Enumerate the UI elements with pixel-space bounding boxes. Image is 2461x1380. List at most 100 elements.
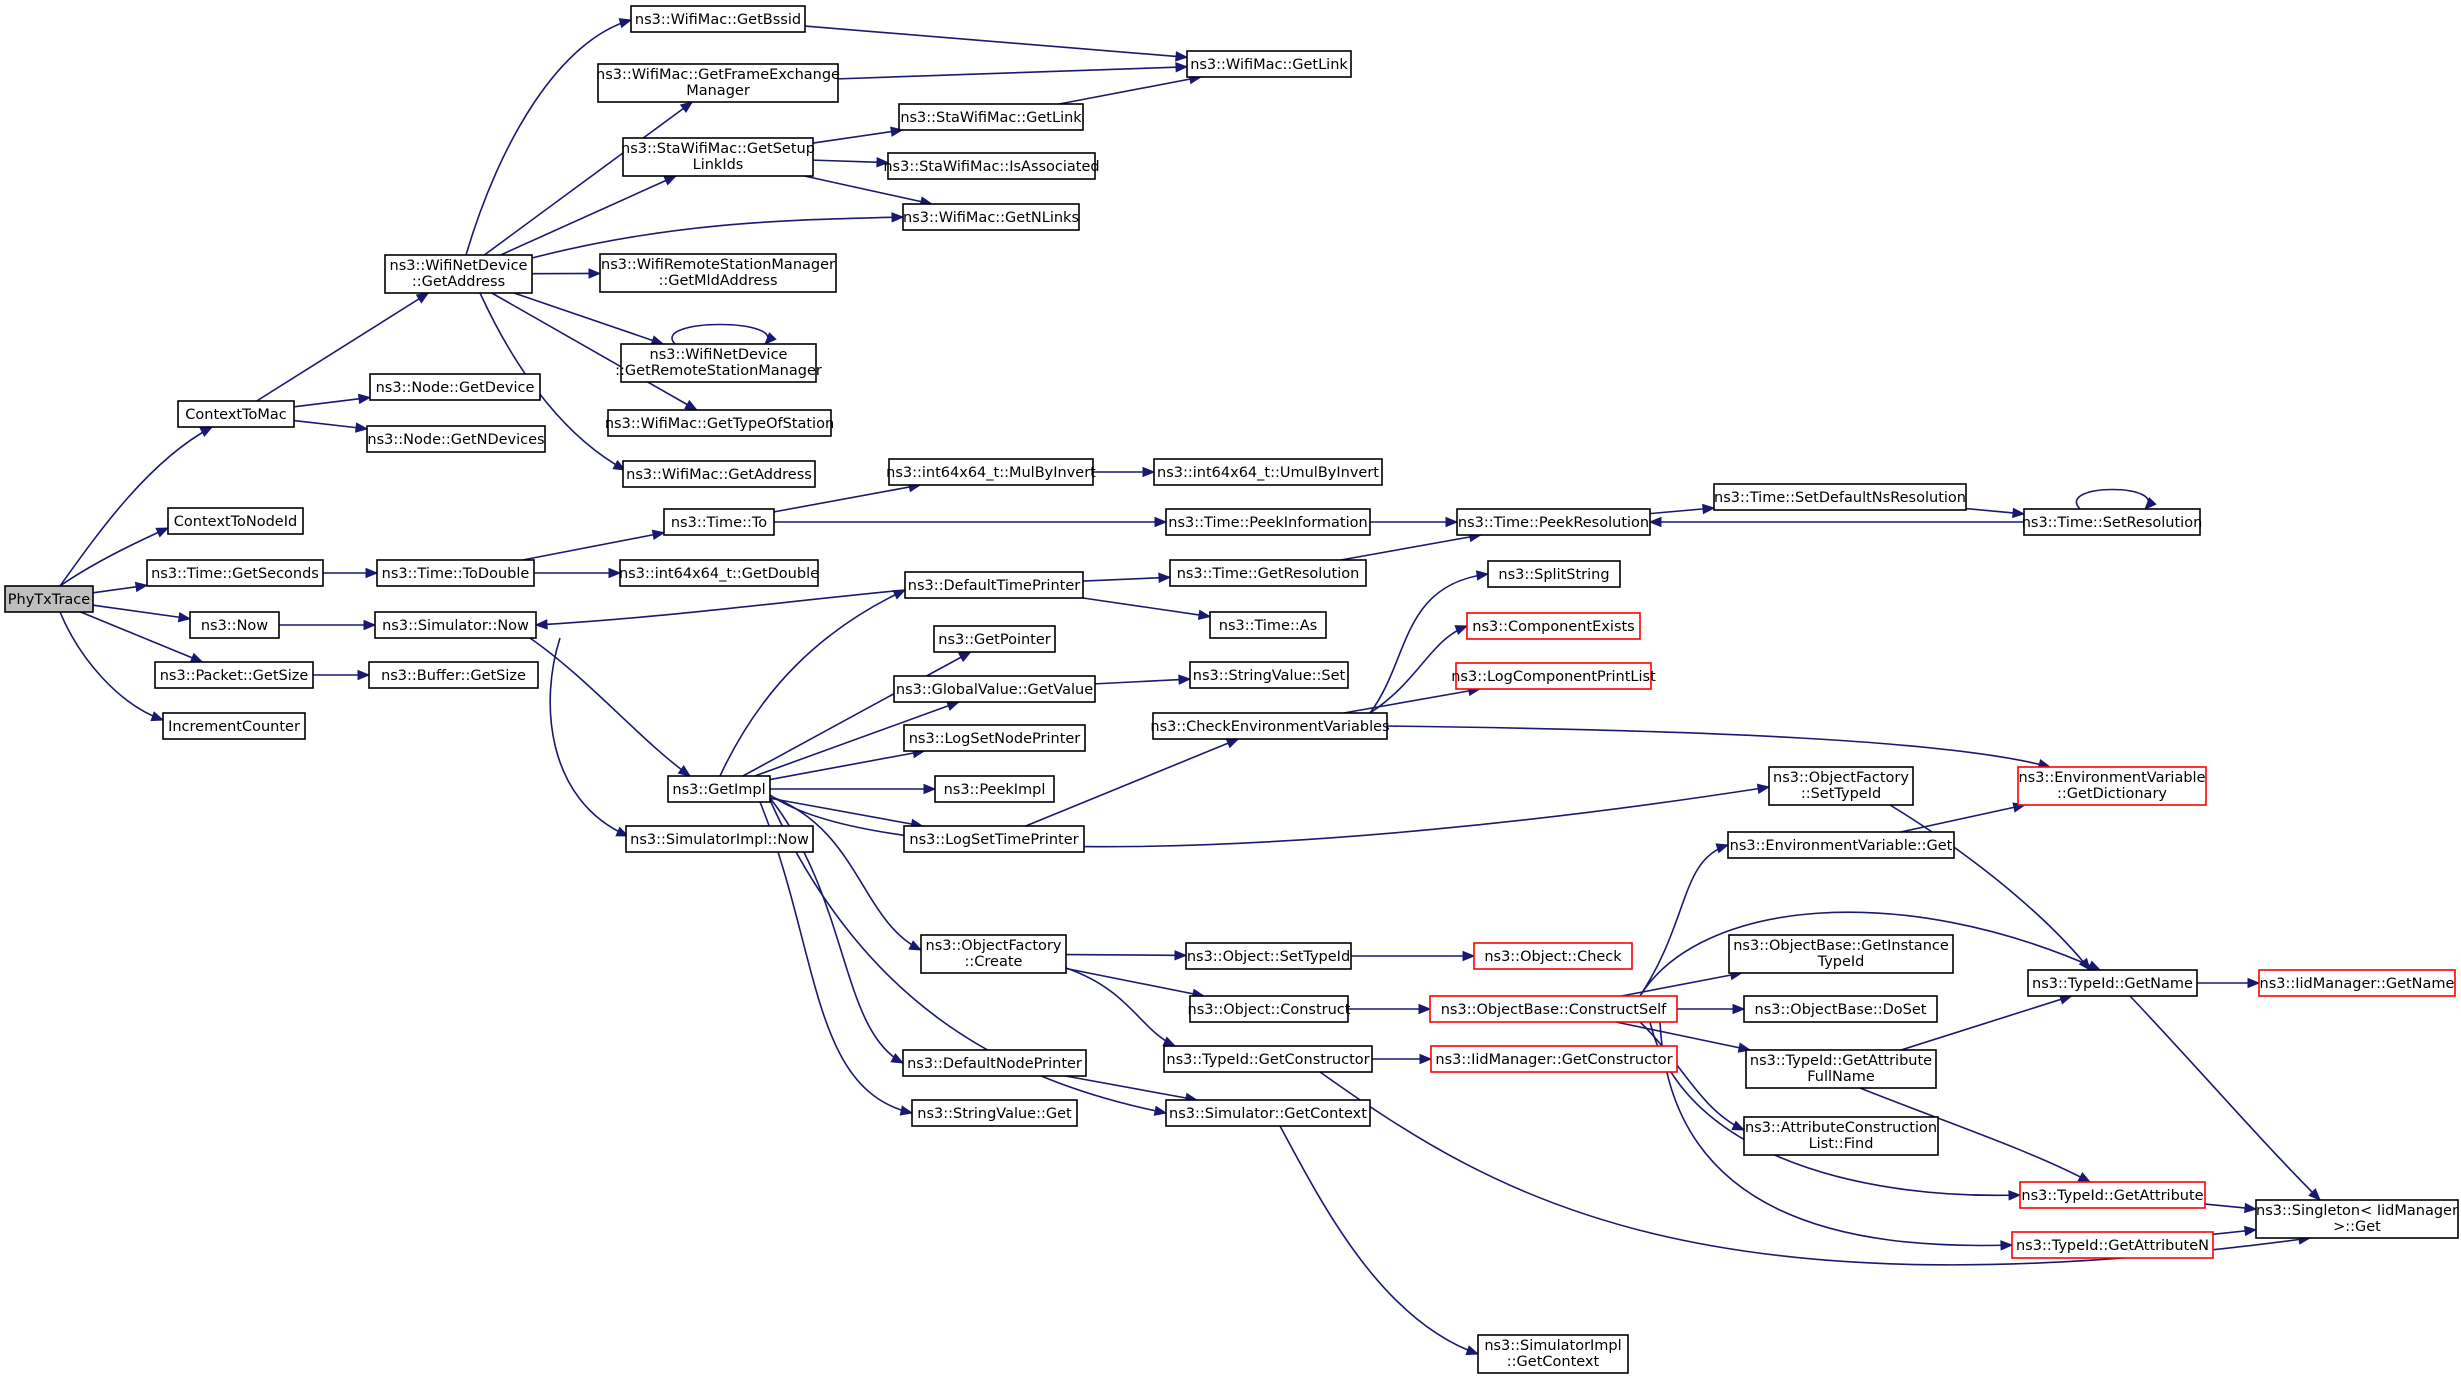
- node-wifimac_gettypeofstation[interactable]: ns3::WifiMac::GetTypeOfStation: [605, 409, 834, 437]
- node-wifimac_getnlinks[interactable]: ns3::WifiMac::GetNLinks: [902, 203, 1080, 231]
- node-contexttonodeid[interactable]: ContextToNodeId: [167, 507, 304, 535]
- node-label: ns3::WifiMac::GetTypeOfStation: [605, 416, 834, 432]
- node-peekimpl[interactable]: ns3::PeekImpl: [934, 775, 1055, 803]
- node-contexttomac[interactable]: ContextToMac: [177, 400, 295, 428]
- node-label: ns3::ObjectFactory: [926, 938, 1062, 954]
- arrowhead: [1465, 1345, 1480, 1356]
- node-label: ns3::WifiMac::GetFrameExchange: [596, 67, 840, 83]
- node-label: ns3::ObjectBase::DoSet: [1755, 1002, 1927, 1018]
- node-objectfactory_create[interactable]: ns3::ObjectFactory::Create: [920, 934, 1067, 974]
- node-logsettimeprinter[interactable]: ns3::LogSetTimePrinter: [903, 825, 1085, 853]
- node-incrementcounter[interactable]: IncrementCounter: [162, 712, 306, 740]
- node-box: [625, 825, 814, 853]
- arrowhead: [2000, 1240, 2014, 1251]
- arrowhead: [1715, 843, 1730, 854]
- node-node_getndevices[interactable]: ns3::Node::GetNDevices: [366, 425, 546, 453]
- node-time_as[interactable]: ns3::Time::As: [1209, 611, 1327, 639]
- node-object_settypeid[interactable]: ns3::Object::SetTypeId: [1185, 942, 1352, 970]
- node-componentexists[interactable]: ns3::ComponentExists: [1466, 612, 1641, 640]
- arrowhead: [899, 1105, 914, 1116]
- node-box: [663, 508, 775, 536]
- node-now[interactable]: ns3::Now: [189, 611, 280, 639]
- edge-wifimac_getbssid-to-wifimac_getlink: [804, 25, 1189, 62]
- edge-wifinetdevice_getaddress-to-wifimac_getframeexchangemanager: [483, 101, 694, 256]
- node-defaultnodeprinter[interactable]: ns3::DefaultNodePrinter: [902, 1049, 1087, 1077]
- node-logsetnodeprinter[interactable]: ns3::LogSetNodePrinter: [903, 724, 1086, 752]
- node-object_construct[interactable]: ns3::Object::Construct: [1188, 995, 1351, 1023]
- node-label: ns3::EnvironmentVariable::Get: [1730, 838, 1953, 854]
- node-label: LinkIds: [693, 157, 744, 173]
- node-time_setdefaultnsresolution[interactable]: ns3::Time::SetDefaultNsResolution: [1713, 483, 1967, 511]
- node-wifimac_getlink[interactable]: ns3::WifiMac::GetLink: [1186, 50, 1352, 78]
- node-typeid_getattribute[interactable]: ns3::TypeId::GetAttribute: [2019, 1181, 2206, 1209]
- node-simulator_getcontext[interactable]: ns3::Simulator::GetContext: [1165, 1099, 1371, 1127]
- node-typeid_getattributen[interactable]: ns3::TypeId::GetAttributeN: [2011, 1231, 2214, 1259]
- edge-objectbase_constructself-to-typeid_getattributen: [1659, 1021, 2014, 1251]
- node-objectbase_constructself[interactable]: ns3::ObjectBase::ConstructSelf: [1429, 995, 1678, 1023]
- node-object_check[interactable]: ns3::Object::Check: [1473, 942, 1633, 970]
- node-getimpl[interactable]: ns3::GetImpl: [667, 775, 771, 803]
- node-stringvalue_set[interactable]: ns3::StringValue::Set: [1189, 661, 1349, 689]
- node-label: ::GetAddress: [412, 274, 505, 290]
- node-checkenvironmentvariables[interactable]: ns3::CheckEnvironmentVariables: [1150, 712, 1390, 740]
- node-time_setresolution[interactable]: ns3::Time::SetResolution: [2022, 508, 2203, 536]
- node-box: [1430, 1045, 1678, 1073]
- node-iidmanager_getconstructor[interactable]: ns3::IidManager::GetConstructor: [1430, 1045, 1678, 1073]
- node-typeid_getname[interactable]: ns3::TypeId::GetName: [2027, 969, 2198, 997]
- node-splitstring[interactable]: ns3::SplitString: [1487, 560, 1621, 588]
- node-getpointer[interactable]: ns3::GetPointer: [933, 625, 1056, 653]
- node-environmentvariable_getdictionary[interactable]: ns3::EnvironmentVariable::GetDictionary: [2017, 766, 2207, 806]
- edge-typeid_getconstructor-to-iidmanager_getconstructor: [1372, 1053, 1433, 1065]
- node-simulatorimpl_getcontext[interactable]: ns3::SimulatorImpl::GetContext: [1477, 1334, 1629, 1374]
- node-defaulttimeprinter[interactable]: ns3::DefaultTimePrinter: [904, 571, 1084, 599]
- node-wifimac_getaddress[interactable]: ns3::WifiMac::GetAddress: [622, 460, 816, 488]
- node-node_getdevice[interactable]: ns3::Node::GetDevice: [369, 373, 541, 401]
- edge-getimpl-to-getpointer: [742, 651, 972, 777]
- node-time_getseconds[interactable]: ns3::Time::GetSeconds: [146, 559, 324, 587]
- node-time_to[interactable]: ns3::Time::To: [663, 508, 775, 536]
- edge-time_peekresolution-to-time_setdefaultnsresolution: [1649, 503, 1716, 515]
- node-simulatorimpl_now[interactable]: ns3::SimulatorImpl::Now: [625, 825, 814, 853]
- edge-simulator_now-to-simulatorimpl_now: [549, 637, 630, 837]
- node-wifinetdevice_getremotestationmanager[interactable]: ns3::WifiNetDevice::GetRemoteStationMana…: [615, 343, 822, 383]
- node-time_todouble[interactable]: ns3::Time::ToDouble: [376, 559, 535, 587]
- node-box: [1153, 458, 1383, 486]
- arrowhead: [354, 422, 369, 433]
- node-objectbase_doset[interactable]: ns3::ObjectBase::DoSet: [1743, 995, 1938, 1023]
- node-int64_umulbyinvert[interactable]: ns3::int64x64_t::UmulByInvert: [1153, 458, 1383, 486]
- arrowhead: [1731, 1120, 1746, 1131]
- node-simulator_now[interactable]: ns3::Simulator::Now: [374, 611, 537, 639]
- node-box: [1189, 995, 1349, 1023]
- node-box: [904, 571, 1084, 599]
- node-environmentvariable_get[interactable]: ns3::EnvironmentVariable::Get: [1727, 831, 1955, 859]
- node-stawifimac_getlink[interactable]: ns3::StaWifiMac::GetLink: [898, 103, 1084, 131]
- node-packet_getsize[interactable]: ns3::Packet::GetSize: [154, 661, 314, 689]
- node-objectfactory_settypeid[interactable]: ns3::ObjectFactory::SetTypeId: [1768, 766, 1914, 806]
- edge-objectbase_constructself-to-objectbase_getinstancetypeid: [1621, 970, 1743, 997]
- node-buffer_getsize[interactable]: ns3::Buffer::GetSize: [368, 661, 539, 689]
- node-typeid_getconstructor[interactable]: ns3::TypeId::GetConstructor: [1163, 1045, 1373, 1073]
- node-time_getresolution[interactable]: ns3::Time::GetResolution: [1169, 559, 1367, 587]
- node-time_peekinformation[interactable]: ns3::Time::PeekInformation: [1165, 508, 1371, 536]
- node-int64_getdouble[interactable]: ns3::int64x64_t::GetDouble: [619, 559, 819, 587]
- node-singleton_get[interactable]: ns3::Singleton< IidManager>::Get: [2255, 1199, 2459, 1239]
- node-logcomponentprintlist[interactable]: ns3::LogComponentPrintList: [1451, 662, 1656, 690]
- arrowhead: [615, 826, 630, 837]
- node-stawifimac_isassociated[interactable]: ns3::StaWifiMac::IsAssociated: [883, 152, 1100, 180]
- node-int64_mulbyinvert[interactable]: ns3::int64x64_t::MulByInvert: [886, 458, 1096, 486]
- node-wifimac_getbssid[interactable]: ns3::WifiMac::GetBssid: [630, 5, 806, 33]
- node-box: [622, 460, 816, 488]
- node-stringvalue_get[interactable]: ns3::StringValue::Get: [911, 1099, 1078, 1127]
- node-iidmanager_getname[interactable]: ns3::IidManager::GetName: [2258, 969, 2456, 997]
- node-globalvalue_getvalue[interactable]: ns3::GlobalValue::GetValue: [893, 675, 1096, 703]
- node-wifinetdevice_getaddress[interactable]: ns3::WifiNetDevice::GetAddress: [384, 254, 533, 294]
- node-time_peekresolution[interactable]: ns3::Time::PeekResolution: [1456, 508, 1651, 536]
- edge-checkenvironmentvariables-to-environmentvariable_getdictionary: [1386, 725, 2052, 770]
- node-label: ns3::TypeId::GetAttribute: [2021, 1188, 2203, 1204]
- node-wifiremotestationmanager_getmldaddress[interactable]: ns3::WifiRemoteStationManager::GetMldAdd…: [599, 253, 837, 293]
